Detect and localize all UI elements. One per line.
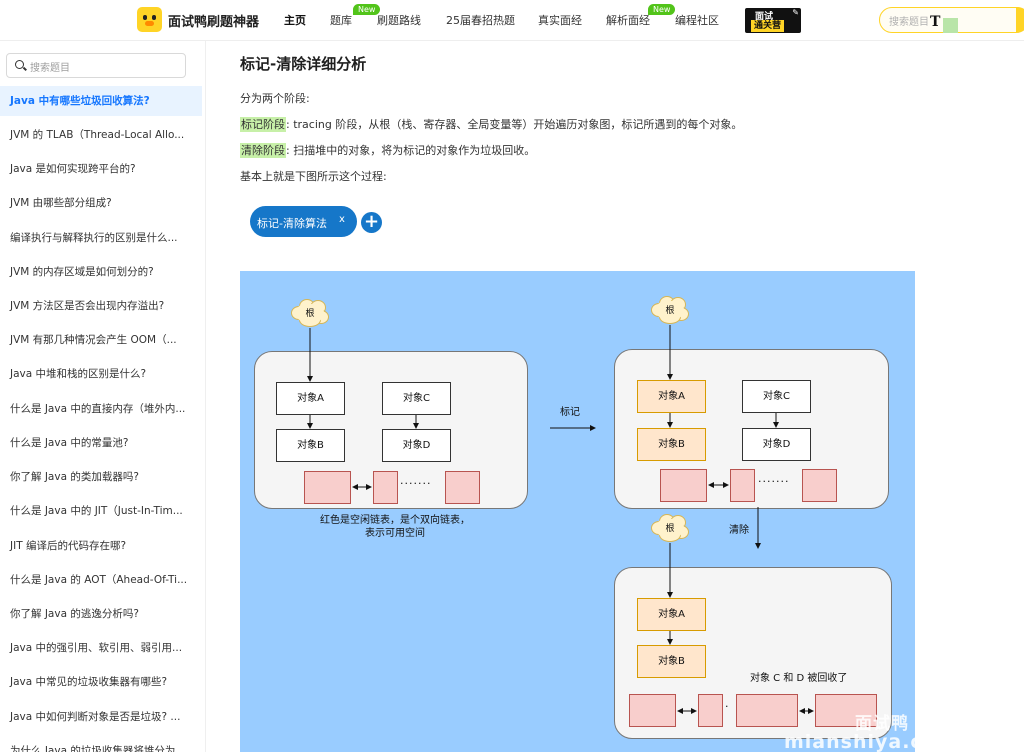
sidebar-item[interactable]: 什么是 Java 中的 JIT（Just-In-Tim... — [10, 505, 183, 517]
question-sidebar: 搜索题目 Java 中有哪些垃圾回收算法? JVM 的 TLAB（Thread-… — [0, 41, 206, 752]
free-block — [736, 694, 798, 727]
sidebar-item[interactable]: 你了解 Java 的类加载器吗? — [10, 471, 139, 483]
ellipsis: ······· — [758, 475, 790, 488]
highlight-sweep-phase: 清除阶段 — [240, 143, 286, 158]
free-block — [445, 471, 480, 504]
tag-label: 标记-清除算法 — [257, 217, 327, 230]
object-a-marked: 对象A — [637, 380, 706, 413]
object-d: 对象D — [742, 428, 811, 461]
sidebar-item[interactable]: 什么是 Java 的 AOT（Ahead-Of-Ti... — [10, 574, 188, 586]
duck-logo-icon[interactable] — [137, 7, 162, 32]
object-c: 对象C — [382, 382, 451, 415]
mark-label: 标记 — [560, 407, 580, 418]
object-a-survivor: 对象A — [637, 598, 706, 631]
sidebar-item[interactable]: 你了解 Java 的逃逸分析吗? — [10, 608, 139, 620]
sweep-label: 清除 — [729, 525, 749, 536]
sidebar-item[interactable]: JVM 的内存区域是如何划分的? — [10, 266, 154, 278]
sidebar-item[interactable]: JVM 的 TLAB（Thread-Local Allo... — [10, 129, 185, 141]
sidebar-item[interactable]: Java 中的强引用、软引用、弱引用... — [10, 642, 183, 654]
object-b: 对象B — [276, 429, 345, 462]
nav-question-bank[interactable]: 题库 — [330, 14, 352, 27]
site-name[interactable]: 面试鸭刷题神器 — [168, 15, 260, 30]
nav-real-interviews[interactable]: 真实面经 — [538, 14, 582, 27]
bootcamp-promo-banner[interactable]: 面试 通关营 ✎ — [745, 8, 801, 33]
article-paragraph: 分为两个阶段: — [240, 92, 310, 105]
free-block — [629, 694, 676, 727]
article-title: 标记-清除详细分析 — [240, 55, 367, 73]
sidebar-item[interactable]: Java 中常见的垃圾收集器有哪些? — [10, 676, 168, 688]
sidebar-item[interactable]: JIT 编译后的代码存在哪? — [10, 540, 127, 552]
sidebar-item[interactable]: JVM 有那几种情况会产生 OOM（... — [10, 334, 177, 346]
sidebar-item[interactable]: Java 中如何判断对象是否是垃圾? ... — [10, 711, 181, 723]
object-a: 对象A — [276, 382, 345, 415]
sidebar-item[interactable]: JVM 方法区是否会出现内存溢出? — [10, 300, 165, 312]
top-navbar: 面试鸭刷题神器 主页 题库 New 刷题路线 25届春招热题 真实面经 解析面经… — [0, 0, 1024, 41]
highlight-mark-phase: 标记阶段 — [240, 117, 286, 132]
free-block — [815, 694, 877, 727]
free-list-caption: 红色是空闲链表，是个双向链表， 表示可用空间 — [320, 515, 470, 539]
free-block — [698, 694, 723, 727]
sidebar-search-input[interactable]: 搜索题目 — [6, 53, 186, 78]
sidebar-item[interactable]: JVM 由哪些部分组成? — [10, 197, 112, 209]
pen-icon: ✎ — [792, 8, 799, 17]
watermark-cn: 面试鸭 — [855, 714, 909, 734]
nav-home[interactable]: 主页 — [283, 14, 307, 30]
free-block — [373, 471, 398, 504]
sidebar-item[interactable]: 为什么 Java 的垃圾收集器将堆分为... — [10, 745, 186, 752]
nav-analysis-interviews[interactable]: 解析面经 — [606, 14, 650, 27]
article-paragraph: 基本上就是下图所示这个过程: — [240, 170, 387, 183]
free-block — [730, 469, 755, 502]
text-cursor-icon: T — [930, 14, 941, 30]
sidebar-item[interactable]: 什么是 Java 中的直接内存（堆外内... — [10, 403, 186, 415]
sidebar-item[interactable]: Java 是如何实现跨平台的? — [10, 163, 136, 175]
top-search-input[interactable]: 搜索题目 T — [879, 7, 1024, 33]
free-block — [304, 471, 351, 504]
sidebar-item[interactable]: 编译执行与解释执行的区别是什么... — [10, 232, 178, 244]
watermark-url: mianshiya.com — [784, 731, 958, 752]
sidebar-item[interactable]: Java 中堆和栈的区别是什么? — [10, 368, 147, 380]
root-cloud-icon: 根 — [651, 513, 689, 543]
root-cloud-icon: 根 — [651, 295, 689, 325]
reclaimed-note: 对象 C 和 D 被回收了 — [750, 673, 848, 684]
sidebar-item[interactable]: Java 中有哪些垃圾回收算法? — [0, 86, 202, 116]
article-paragraph: 标记阶段: tracing 阶段，从根（栈、寄存器、全局变量等）开始遍历对象图，… — [240, 117, 743, 132]
new-badge: New — [353, 4, 381, 15]
close-icon[interactable]: x — [339, 214, 345, 225]
diagram-arrows — [307, 325, 814, 714]
add-tag-button[interactable]: + — [361, 212, 382, 233]
search-icon — [15, 60, 24, 69]
mark-sweep-diagram: 根 对象A 对象B 对象C 对象D ······· 红色是空闲链表，是个双向链表… — [240, 271, 915, 752]
sidebar-item[interactable]: 什么是 Java 中的常量池? — [10, 437, 129, 449]
nav-study-route[interactable]: 刷题路线 — [377, 14, 421, 27]
nav-spring-hot[interactable]: 25届春招热题 — [446, 14, 515, 27]
object-c: 对象C — [742, 380, 811, 413]
ellipsis: · — [725, 700, 730, 713]
free-block — [660, 469, 707, 502]
nav-community[interactable]: 编程社区 — [675, 14, 719, 27]
object-d: 对象D — [382, 429, 451, 462]
object-b-marked: 对象B — [637, 428, 706, 461]
ellipsis: ······· — [400, 477, 432, 490]
search-placeholder: 搜索题目 — [889, 17, 929, 28]
search-button[interactable] — [1016, 7, 1024, 32]
object-b-survivor: 对象B — [637, 645, 706, 678]
free-block — [802, 469, 837, 502]
selection-square — [943, 18, 958, 33]
new-badge: New — [648, 4, 676, 15]
tag-chip[interactable]: 标记-清除算法 x — [250, 206, 357, 237]
article-paragraph: 清除阶段: 扫描堆中的对象，将为标记的对象作为垃圾回收。 — [240, 143, 536, 158]
root-cloud-icon: 根 — [291, 298, 329, 328]
search-placeholder: 搜索题目 — [30, 63, 70, 74]
